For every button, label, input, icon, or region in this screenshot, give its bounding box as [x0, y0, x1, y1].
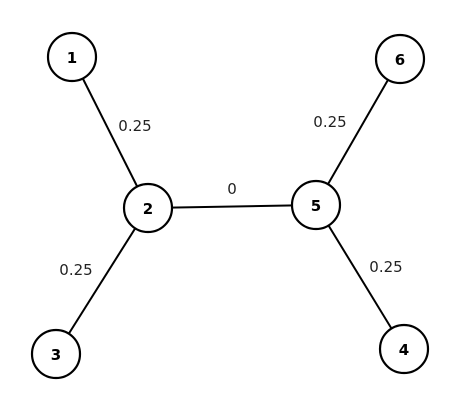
edge-5-4 — [315, 204, 405, 350]
edge-labels-layer: 0.25 0.25 0 0.25 0.25 — [59, 113, 402, 279]
node-label-1: 1 — [67, 49, 77, 67]
node-circle-5 — [290, 179, 342, 231]
node-4: 4 — [378, 323, 430, 375]
edge-2-5 — [147, 204, 317, 209]
node-circle-1 — [46, 31, 98, 83]
node-circle-6 — [374, 33, 426, 85]
edge-weight-label-1-2: 0.25 — [118, 117, 151, 135]
node-circle-2 — [122, 182, 174, 234]
edge-1-2 — [71, 56, 149, 209]
edge-weight-label-5-6: 0.25 — [313, 113, 346, 131]
node-label-3: 3 — [51, 346, 61, 364]
node-label-5: 5 — [311, 197, 321, 215]
node-label-4: 4 — [399, 341, 409, 359]
edges-layer — [55, 56, 405, 355]
edge-2-3 — [55, 207, 149, 355]
node-3: 3 — [30, 328, 82, 380]
node-label-6: 6 — [395, 51, 405, 69]
edge-weight-label-5-4: 0.25 — [369, 258, 402, 276]
node-2: 2 — [122, 182, 174, 234]
node-6: 6 — [374, 33, 426, 85]
node-5: 5 — [290, 179, 342, 231]
nodes-layer: 1 2 3 4 5 6 — [30, 31, 430, 380]
edge-weight-label-2-3: 0.25 — [59, 261, 92, 279]
edge-weight-label-2-5: 0 — [227, 180, 237, 198]
edge-5-6 — [315, 58, 401, 206]
node-label-2: 2 — [143, 200, 153, 218]
node-circle-3 — [30, 328, 82, 380]
node-1: 1 — [46, 31, 98, 83]
node-circle-4 — [378, 323, 430, 375]
